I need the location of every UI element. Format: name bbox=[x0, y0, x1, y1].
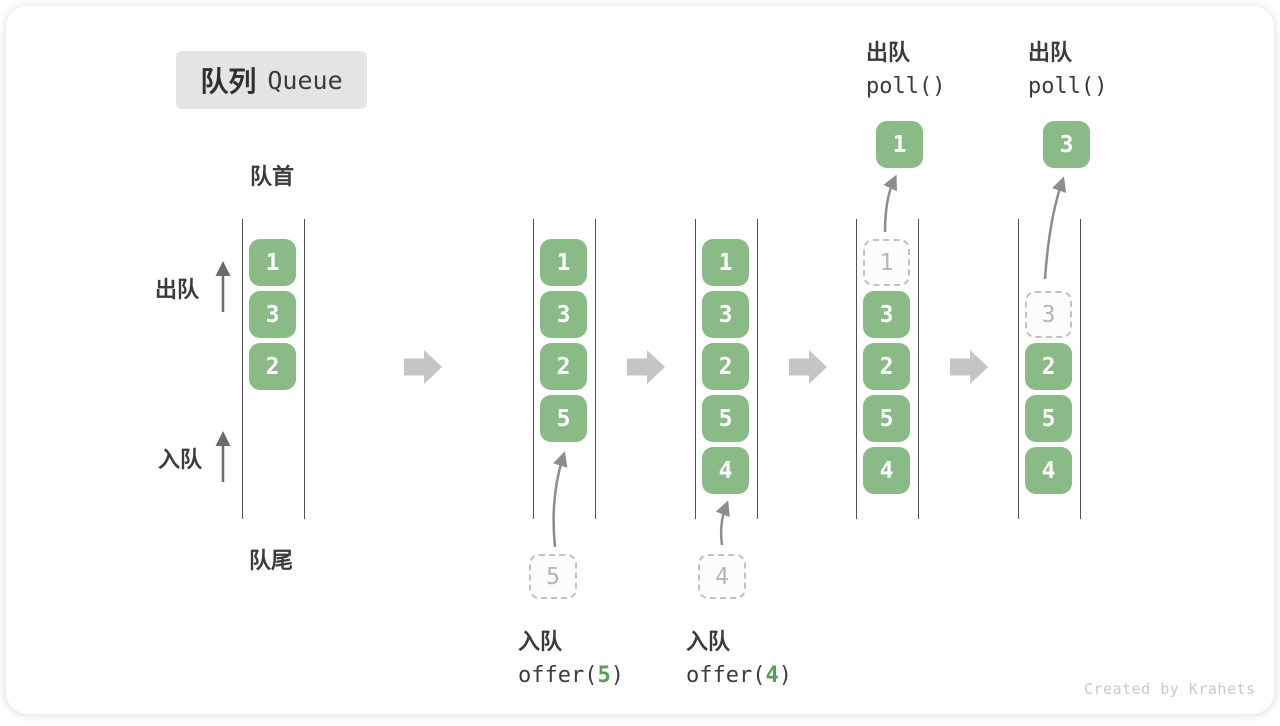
code-fn: offer( bbox=[518, 663, 598, 688]
dequeue-op-zh: 出队 bbox=[866, 40, 911, 65]
queue-item: 4 bbox=[702, 447, 749, 494]
queue-column-after-offer-5: 1 3 2 5 bbox=[533, 219, 596, 519]
queue-item: 5 bbox=[540, 395, 587, 442]
code-arg: 5 bbox=[597, 663, 611, 688]
polled-item: 1 bbox=[876, 121, 923, 168]
queue-item: 4 bbox=[863, 447, 910, 494]
queue-item: 1 bbox=[249, 239, 296, 286]
code-fn: offer( bbox=[686, 663, 766, 688]
polled-item: 3 bbox=[1043, 121, 1090, 168]
queue-item: 4 bbox=[1025, 447, 1072, 494]
dequeue-op-label: 出队 poll() bbox=[866, 36, 945, 103]
title-en: Queue bbox=[267, 65, 343, 95]
enqueue-op-code: offer(5) bbox=[518, 663, 624, 688]
title-zh: 队列 bbox=[200, 66, 257, 97]
enqueue-op-code: offer(4) bbox=[686, 663, 792, 688]
queue-item: 5 bbox=[702, 395, 749, 442]
incoming-item: 5 bbox=[529, 554, 577, 599]
polled-ghost-item: 1 bbox=[863, 239, 910, 286]
queue-item: 3 bbox=[863, 291, 910, 338]
queue-item: 2 bbox=[1025, 343, 1072, 390]
queue-item: 3 bbox=[249, 291, 296, 338]
queue-item: 5 bbox=[863, 395, 910, 442]
watermark: Created by Krahets bbox=[1084, 680, 1256, 698]
queue-front-label: 队首 bbox=[250, 164, 295, 189]
enqueue-side-label: 入队 bbox=[158, 447, 203, 472]
code-close: ) bbox=[778, 663, 792, 688]
flow-arrow-icon bbox=[950, 350, 988, 384]
queue-item: 2 bbox=[540, 343, 587, 390]
queue-rear-label: 队尾 bbox=[249, 548, 294, 573]
queue-column-after-offer-4: 1 3 2 5 4 bbox=[695, 219, 758, 519]
enqueue-op-zh: 入队 bbox=[686, 629, 731, 654]
enqueue-op-label: 入队 offer(4) bbox=[686, 625, 792, 692]
incoming-item: 4 bbox=[698, 554, 746, 599]
arrows-layer bbox=[215, 174, 1067, 548]
queue-item: 2 bbox=[863, 343, 910, 390]
title-badge: 队列 Queue bbox=[176, 51, 367, 109]
code-close: ) bbox=[610, 663, 624, 688]
enqueue-op-zh: 入队 bbox=[518, 629, 563, 654]
queue-item: 3 bbox=[540, 291, 587, 338]
queue-item: 2 bbox=[249, 343, 296, 390]
queue-column-initial: 1 3 2 bbox=[242, 219, 305, 519]
queue-item: 3 bbox=[702, 291, 749, 338]
dequeue-op-code: poll() bbox=[866, 74, 946, 99]
dequeue-op-label: 出队 poll() bbox=[1028, 36, 1107, 103]
code-arg: 4 bbox=[765, 663, 779, 688]
queue-item: 1 bbox=[540, 239, 587, 286]
enqueue-op-label: 入队 offer(5) bbox=[518, 625, 624, 692]
dequeue-side-label: 出队 bbox=[155, 277, 200, 302]
queue-item: 2 bbox=[702, 343, 749, 390]
queue-column-after-poll-1: 1 3 2 5 4 bbox=[856, 219, 919, 519]
flow-arrow-icon bbox=[404, 350, 442, 384]
queue-item: 1 bbox=[702, 239, 749, 286]
polled-ghost-item: 3 bbox=[1025, 291, 1072, 338]
diagram-card: 队列 Queue 队首 队尾 出队 入队 bbox=[6, 6, 1274, 714]
dequeue-op-zh: 出队 bbox=[1028, 40, 1073, 65]
queue-item: 5 bbox=[1025, 395, 1072, 442]
queue-column-after-poll-3: 3 2 5 4 bbox=[1018, 219, 1081, 519]
flow-arrow-icon bbox=[789, 350, 827, 384]
flow-arrow-icon bbox=[627, 350, 665, 384]
dequeue-op-code: poll() bbox=[1028, 74, 1108, 99]
